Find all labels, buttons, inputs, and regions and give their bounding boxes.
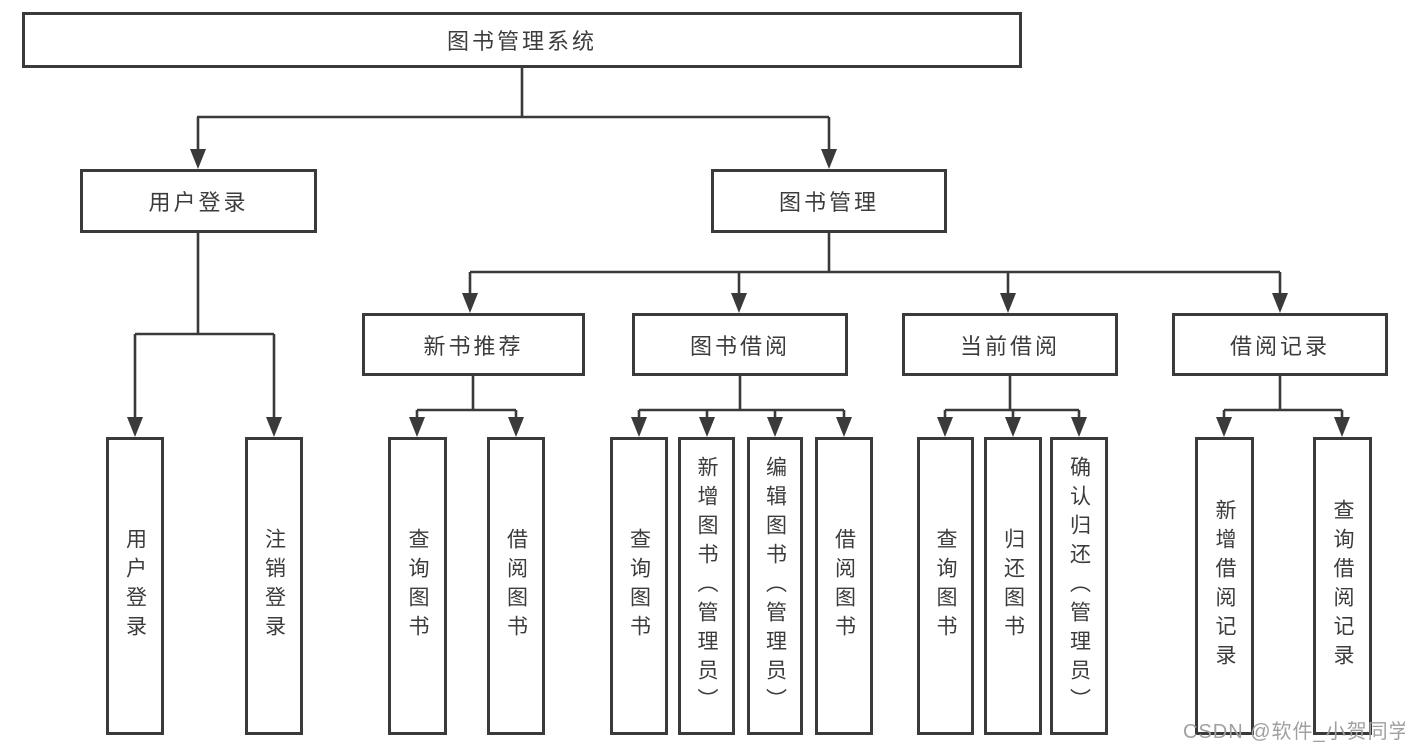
leaf-records-add-record: 新增借阅记录 [1195, 437, 1254, 735]
node-borrow-records: 借阅记录 [1172, 313, 1388, 376]
leaf-newrec-borrow-books: 借阅图书 [487, 437, 545, 735]
node-new-book-recommend: 新书推荐 [362, 313, 585, 376]
node-root-system: 图书管理系统 [22, 12, 1022, 68]
leaf-current-return-books: 归还图书 [984, 437, 1042, 735]
leaf-newrec-query-books: 查询图书 [388, 437, 447, 735]
arrowheads [127, 149, 1350, 437]
leaf-current-query-books: 查询图书 [917, 437, 974, 735]
node-current-borrow: 当前借阅 [902, 313, 1118, 376]
leaf-records-query-record: 查询借阅记录 [1313, 437, 1372, 735]
leaf-borrow-edit-books-admin: 编辑图书（管理员） [747, 437, 803, 735]
node-book-management: 图书管理 [711, 169, 947, 233]
leaf-borrow-add-books-admin: 新增图书（管理员） [678, 437, 735, 735]
leaf-borrow-borrow-books: 借阅图书 [815, 437, 873, 735]
leaf-current-confirm-return-admin: 确认归还（管理员） [1050, 437, 1108, 735]
node-user-login: 用户登录 [80, 169, 317, 233]
leaf-borrow-query-books: 查询图书 [610, 437, 668, 735]
csdn-watermark: CSDN @软件_小贺同学 [1183, 721, 1405, 743]
leaf-user-login: 用户登录 [106, 437, 164, 735]
leaf-logout: 注销登录 [245, 437, 303, 735]
node-book-borrow: 图书借阅 [632, 313, 848, 376]
